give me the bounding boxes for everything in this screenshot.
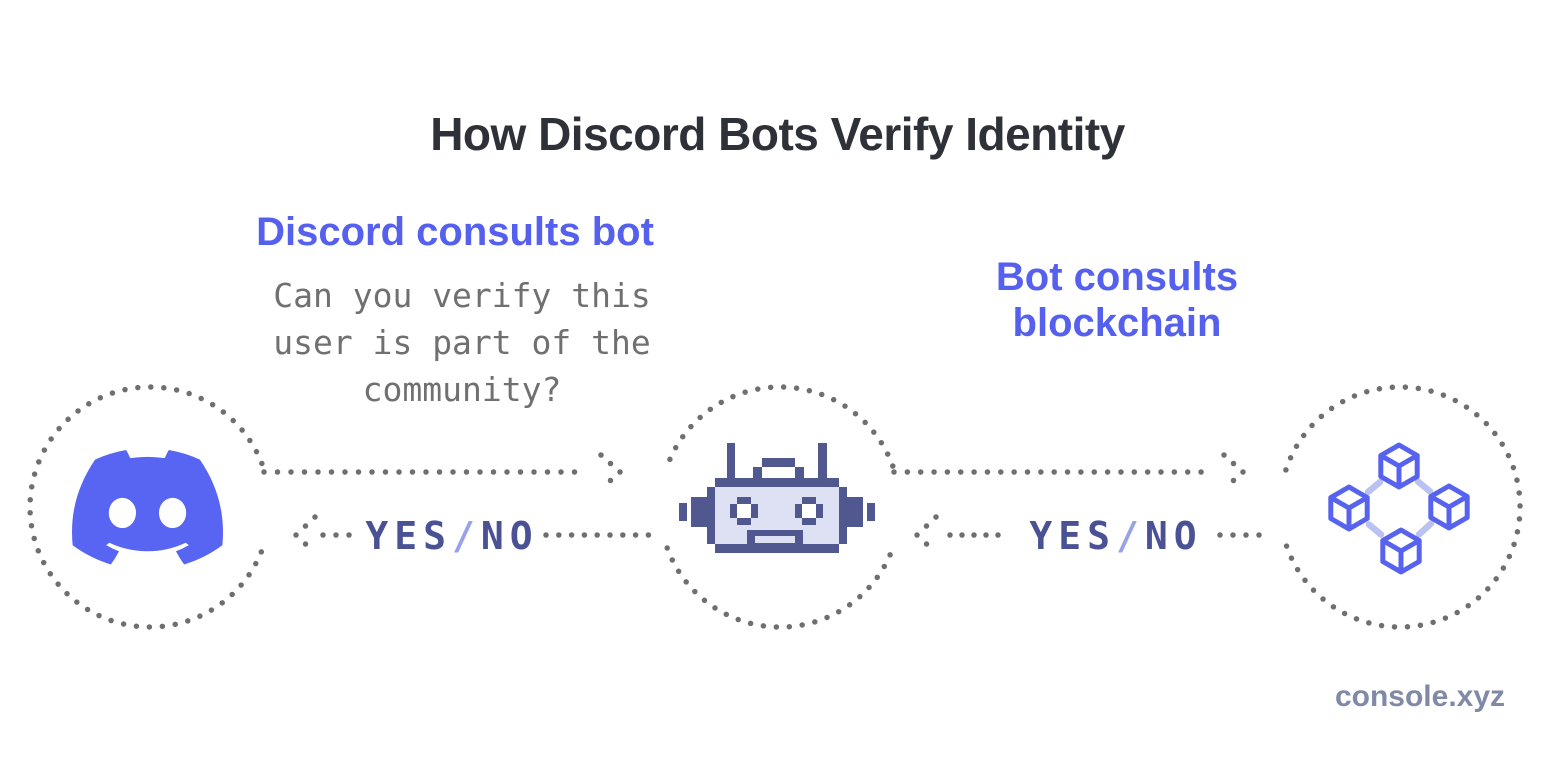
dotted-circle-discord <box>27 384 266 630</box>
arrowhead-left-2 <box>913 514 939 556</box>
yes-no-label-1: YES/NO <box>365 514 538 558</box>
step1-label: Discord consults bot <box>256 210 654 254</box>
cube-south <box>1383 530 1419 572</box>
robot-icon <box>679 443 875 553</box>
slash-text: / <box>1115 514 1145 558</box>
yes-text: YES <box>365 514 452 558</box>
step1-question: Can you verify this user is part of the … <box>273 276 651 409</box>
dotted-circle-blockchain <box>1283 384 1523 630</box>
cube-west <box>1331 487 1367 529</box>
watermark: console.xyz <box>1334 680 1506 713</box>
discord-logo-icon <box>72 450 223 565</box>
cube-east <box>1431 486 1467 528</box>
no-text: NO <box>1144 514 1203 558</box>
arrowhead-left-1 <box>292 514 318 556</box>
step2-label: Bot consults blockchain <box>995 255 1239 345</box>
arrowhead-right-1 <box>598 452 625 492</box>
yes-text: YES <box>1029 514 1116 558</box>
blockchain-icon <box>1320 430 1485 580</box>
no-text: NO <box>480 514 539 558</box>
cube-north <box>1381 445 1417 487</box>
yes-no-label-2: YES/NO <box>1029 514 1202 558</box>
arrowhead-right-2 <box>1221 452 1248 492</box>
slash-text: / <box>451 514 481 558</box>
page-title: How Discord Bots Verify Identity <box>430 107 1125 160</box>
dotted-circle-bot-bottom <box>664 545 896 630</box>
